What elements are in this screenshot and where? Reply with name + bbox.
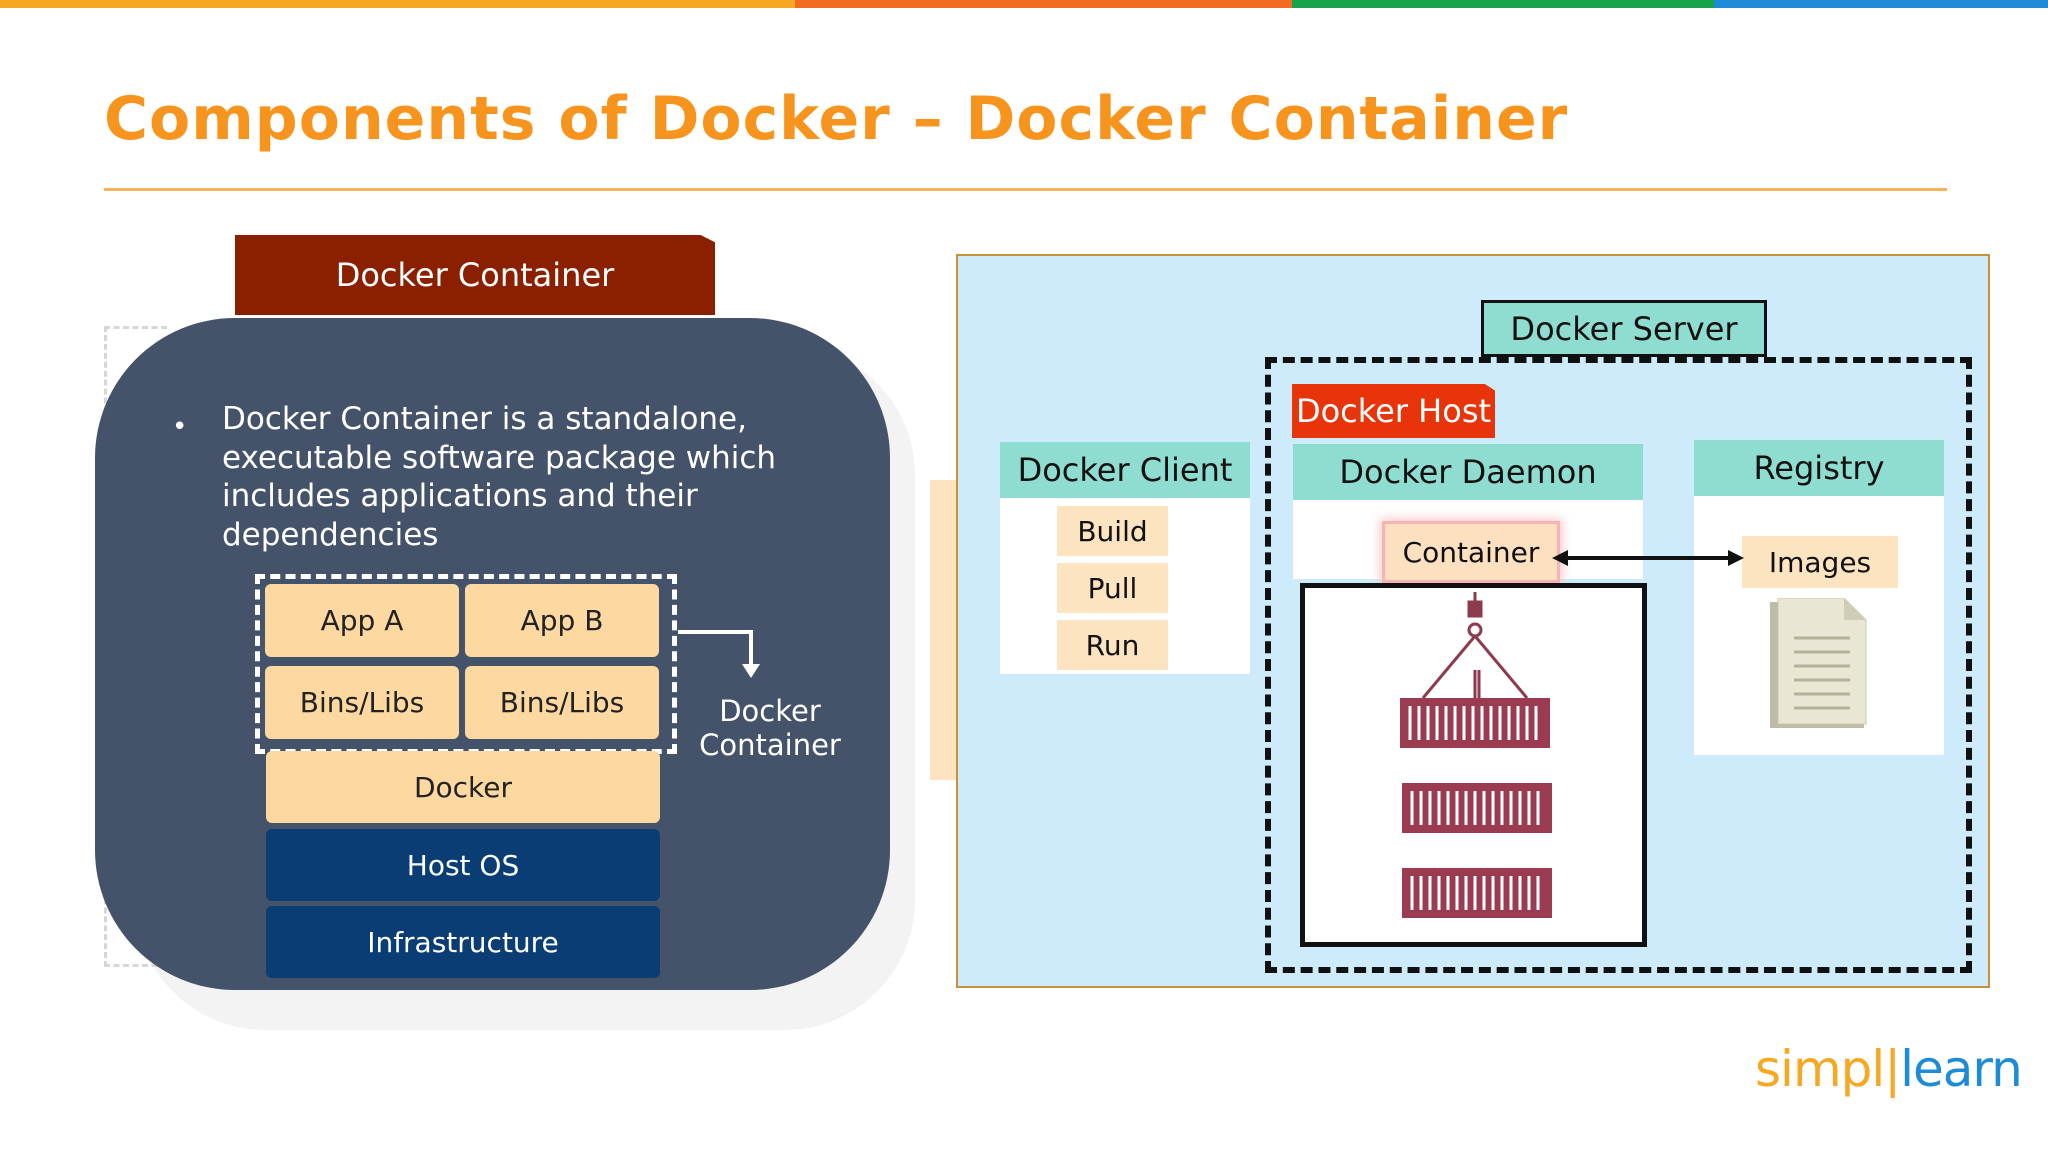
top-bar-green xyxy=(1292,0,1714,8)
container-label: Container xyxy=(1385,524,1557,580)
crane-container-icon xyxy=(1400,592,1552,918)
docker-container-annotation: Docker Container xyxy=(699,694,841,762)
simplilearn-logo: simpl|learn xyxy=(1755,1040,2023,1098)
docker-block: Docker xyxy=(266,751,660,823)
run-command: Run xyxy=(1057,620,1168,670)
bins-libs-block-1: Bins/Libs xyxy=(265,666,459,739)
docker-container-tab: Docker Container xyxy=(235,235,715,315)
images-label: Images xyxy=(1742,536,1898,588)
build-command: Build xyxy=(1057,506,1168,556)
top-bar-blue xyxy=(1714,0,2048,8)
container-pointer-arrow xyxy=(678,630,760,678)
docker-host-label: Docker Host xyxy=(1292,384,1495,438)
container-definition: Docker Container is a standalone, execut… xyxy=(222,401,777,553)
bullet-point: • xyxy=(172,412,188,442)
docker-daemon-header: Docker Daemon xyxy=(1293,444,1643,500)
host-os-block: Host OS xyxy=(266,829,660,901)
docker-server-label: Docker Server xyxy=(1481,300,1767,357)
document-icon xyxy=(1770,598,1867,728)
app-a-block: App A xyxy=(265,584,459,657)
registry-header: Registry xyxy=(1694,440,1944,496)
infrastructure-block: Infrastructure xyxy=(266,906,660,978)
bins-libs-block-2: Bins/Libs xyxy=(465,666,659,739)
container-images-arrow xyxy=(1552,550,1744,566)
docker-host-boundary xyxy=(1265,357,1972,973)
top-bar-red xyxy=(795,0,1292,8)
slide-title: Components of Docker – Docker Container xyxy=(104,84,1569,154)
top-bar-orange xyxy=(0,0,795,8)
app-b-block: App B xyxy=(465,584,659,657)
title-divider xyxy=(104,188,1947,191)
docker-client-header: Docker Client xyxy=(1000,442,1250,498)
pull-command: Pull xyxy=(1057,563,1168,613)
decorative-edge xyxy=(930,480,956,780)
